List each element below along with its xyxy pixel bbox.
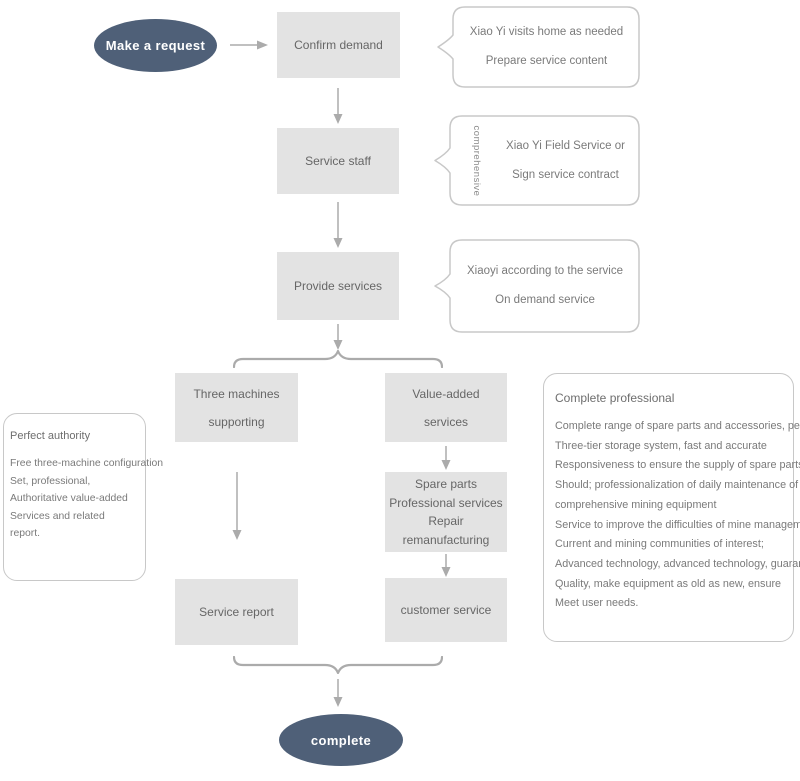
speech-bubble-shape — [437, 6, 640, 88]
node-label: Confirm demand — [294, 38, 383, 52]
end-label: complete — [310, 732, 372, 748]
start-terminal: Make a request — [94, 19, 217, 72]
down-arrow — [232, 472, 242, 540]
callout-bubble-confirm: Xiao Yi visits home as needed Prepare se… — [436, 6, 640, 88]
split-brace — [233, 350, 443, 368]
bubble-line: Prepare service content — [485, 55, 608, 67]
callout-bubble-services: Xiaoyi according to the service On deman… — [433, 239, 640, 333]
down-arrow — [333, 324, 343, 350]
node-label-line: services — [423, 414, 468, 429]
process-node-customer-service: customer service — [385, 578, 507, 642]
start-label: Make a request — [105, 38, 206, 53]
process-node-service-staff: Service staff — [277, 128, 399, 194]
node-label: Service staff — [305, 154, 371, 168]
right-arrow — [230, 40, 268, 50]
callout-line: Quality, make equipment as old as new, e… — [555, 577, 782, 590]
callout-line: Current and mining communities of intere… — [555, 538, 764, 551]
down-arrow — [441, 446, 451, 470]
node-label-line: Spare parts — [414, 477, 478, 491]
bubble-line: Xiao Yi Field Service or — [506, 139, 625, 152]
merge-brace — [233, 656, 443, 674]
down-arrow — [333, 679, 343, 707]
end-terminal: complete — [279, 714, 403, 766]
process-node-spare-parts: Spare parts Professional services Repair… — [385, 472, 507, 552]
node-label: customer service — [400, 603, 492, 617]
process-node-confirm-demand: Confirm demand — [277, 12, 400, 78]
callout-line: Services and related — [10, 510, 105, 522]
callout-line: Responsiveness to ensure the supply of s… — [555, 459, 800, 472]
callout-line: Service to improve the difficulties of m… — [555, 518, 800, 531]
callout-line: Meet user needs. — [555, 597, 639, 610]
bubble-line: On demand service — [495, 294, 595, 306]
down-arrow — [441, 554, 451, 577]
node-label-line: Repair remanufacturing — [402, 514, 490, 547]
callout-line: Should; professionalization of daily mai… — [555, 479, 799, 492]
node-label-line: Three machines — [193, 386, 280, 401]
callout-line: Advanced technology, advanced technology… — [555, 557, 800, 570]
down-arrow — [333, 88, 343, 124]
callout-line: Three-tier storage system, fast and accu… — [555, 439, 767, 452]
callout-line: report. — [10, 528, 41, 540]
down-arrow — [333, 202, 343, 248]
speech-bubble-shape — [434, 239, 640, 333]
callout-line: Complete range of spare parts and access… — [555, 420, 800, 432]
callout-line: Set, professional, — [10, 475, 91, 487]
comprehensive-vertical-label: comprehensive — [471, 125, 482, 196]
side-callout-complete-professional: Complete professional Complete range of … — [543, 373, 800, 642]
process-node-provide-services: Provide services — [277, 252, 399, 320]
callout-line: Free three-machine configuration — [10, 458, 164, 469]
callout-bubble-staff: comprehensive Xiao Yi Field Service or S… — [433, 115, 640, 206]
process-node-three-machines: Three machines supporting — [175, 373, 298, 442]
callout-title: Complete professional — [555, 391, 675, 405]
bubble-line: Xiao Yi visits home as needed — [469, 26, 624, 38]
callout-title: Perfect authority — [10, 430, 91, 442]
speech-bubble-shape — [434, 115, 640, 206]
node-label-line: Value-added — [412, 386, 480, 401]
node-label: Service report — [199, 605, 274, 619]
bubble-line: Sign service contract — [512, 168, 619, 181]
callout-line: Authoritative value-added — [10, 493, 128, 505]
node-label-line: supporting — [208, 414, 265, 429]
callout-line: comprehensive mining equipment — [555, 498, 717, 511]
node-label: Provide services — [293, 279, 383, 293]
node-label-line: Professional services — [389, 495, 503, 510]
side-callout-perfect-authority: Perfect authority Free three-machine con… — [3, 413, 164, 581]
process-node-value-added: Value-added services — [385, 373, 507, 442]
bubble-line: Xiaoyi according to the service — [467, 265, 623, 277]
process-node-service-report: Service report — [175, 579, 298, 645]
